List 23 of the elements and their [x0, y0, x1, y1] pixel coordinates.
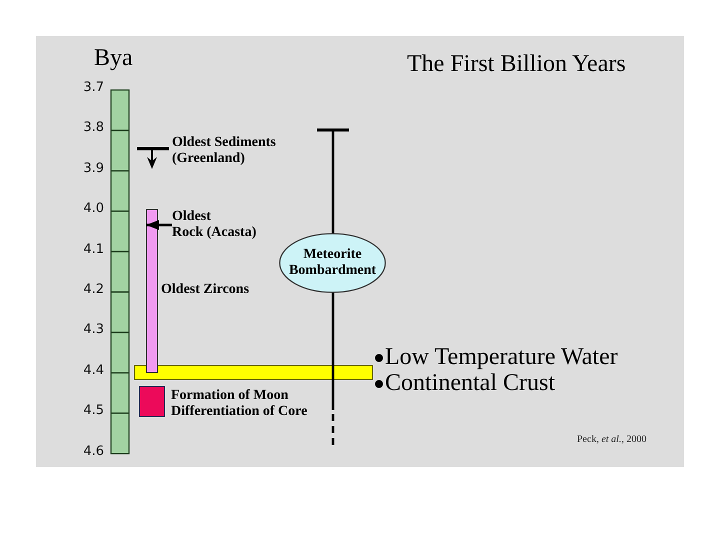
caption-text: Low Temperature Water — [385, 344, 618, 370]
tick-label: 4.2 — [83, 282, 104, 298]
arrow — [146, 220, 172, 230]
caption-text: Oldest Zircons — [161, 282, 250, 298]
tick-label: 4.3 — [83, 322, 104, 338]
tick-label: 4.1 — [83, 242, 104, 258]
annotation-text: Oldest Rock (Acasta) — [172, 209, 256, 241]
tick-label: 4.5 — [83, 403, 104, 420]
tick-label: 3.9 — [83, 160, 104, 177]
annotation-text: Oldest Sediments (Greenland) — [172, 135, 276, 167]
tick-label: 3.8 — [83, 120, 104, 136]
ellipse-label: Meteorite Bombardment — [288, 247, 376, 279]
tick-label: 3.7 — [83, 80, 104, 96]
title: The First Billion Years — [407, 50, 626, 78]
caption-text: Formation of Moon — [171, 388, 288, 404]
tick-label: 4.4 — [83, 362, 104, 379]
tick-label: 4.6 — [83, 444, 104, 460]
citation: Peck, et al., 2000 — [577, 434, 646, 446]
axis-title: Bya — [94, 44, 133, 72]
caption-text: Continental Crust — [385, 370, 555, 396]
caption-text: Differentiation of Core — [171, 404, 308, 420]
tick-label: 4.0 — [83, 201, 104, 218]
event-ellipse — [279, 233, 386, 293]
